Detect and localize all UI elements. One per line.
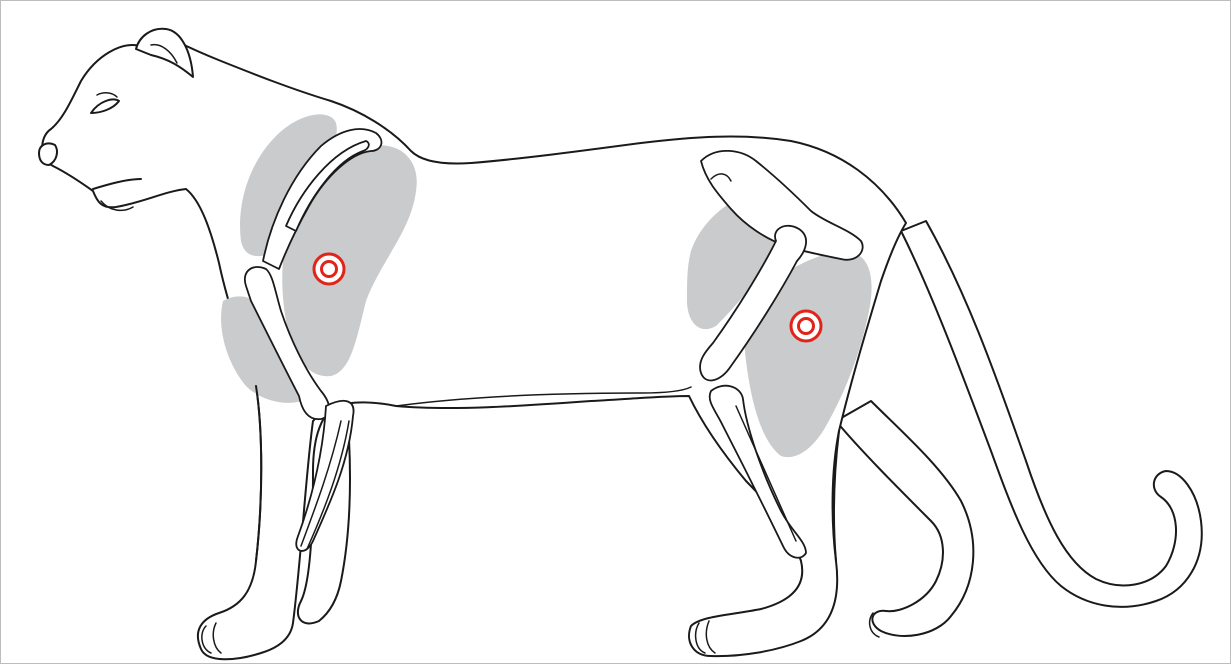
nose bbox=[39, 143, 57, 165]
far-legs bbox=[298, 396, 973, 636]
target-ring-icon bbox=[314, 254, 344, 284]
far-hind-leg bbox=[836, 401, 973, 636]
hindquarter-shot-placement-marker bbox=[791, 311, 821, 341]
shoulder-shot-placement-marker bbox=[314, 254, 344, 284]
target-ring-icon bbox=[791, 311, 821, 341]
